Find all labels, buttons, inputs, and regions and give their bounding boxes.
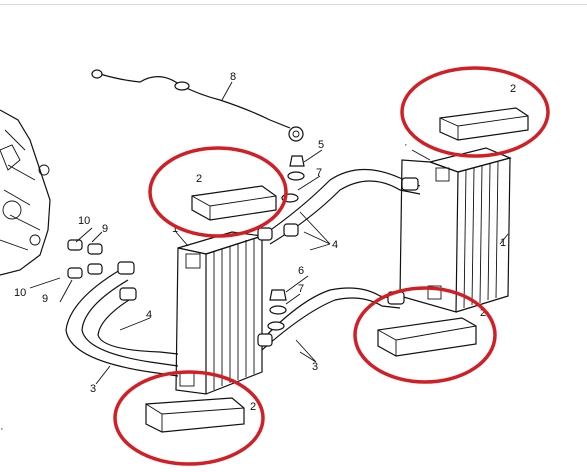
left-oil-cooler	[175, 231, 263, 395]
callout-1-left: 1	[172, 223, 178, 235]
pad-bottom-left	[145, 397, 245, 433]
pad-top-right	[439, 107, 529, 141]
highlight-circle-bottom-left	[113, 370, 265, 466]
callout-2-bottom-left: 2	[250, 401, 256, 413]
callout-6: 6	[298, 265, 304, 277]
callout-7-top: 7	[316, 167, 322, 179]
callout-10-top: 10	[78, 215, 90, 227]
pad-bottom-right	[377, 317, 477, 357]
callout-7-bottom: 7	[298, 283, 304, 295]
highlight-circle-bottom-right	[353, 286, 497, 384]
screws-and-washers	[267, 155, 305, 331]
highlight-circles	[113, 66, 550, 466]
highlight-circle-center	[148, 146, 288, 238]
callout-2-top-right: 2	[510, 83, 516, 95]
top-divider	[0, 4, 587, 5]
callout-9-bottom: 9	[42, 293, 48, 305]
callout-labels: 8 5 7 4 6 7 3 3 4 1 1 9 10 9 10 2 2 2 2 …	[0, 71, 516, 435]
callout-2-center: 2	[196, 173, 202, 185]
callout-4-left: 4	[146, 309, 152, 321]
callout-1-right: 1	[500, 237, 506, 249]
pad-center	[191, 185, 277, 221]
callout-dot: ·	[404, 139, 408, 151]
right-oil-cooler	[399, 147, 512, 313]
callout-5: 5	[318, 139, 324, 151]
highlight-circle-top-right	[400, 66, 550, 158]
callout-8: 8	[230, 71, 236, 83]
sensor-wire	[91, 69, 304, 142]
leader-lines	[29, 81, 509, 385]
callout-3-left: 3	[90, 383, 96, 395]
callout-10-bottom: 10	[14, 287, 26, 299]
callout-2-bottom-right: 2	[480, 307, 486, 319]
callout-stub: ·	[0, 423, 4, 435]
callout-3-right: 3	[312, 361, 318, 373]
callout-4-right: 4	[332, 239, 338, 251]
engine-block	[0, 109, 51, 276]
hose-fittings	[67, 177, 419, 347]
callout-9-top: 9	[102, 223, 108, 235]
